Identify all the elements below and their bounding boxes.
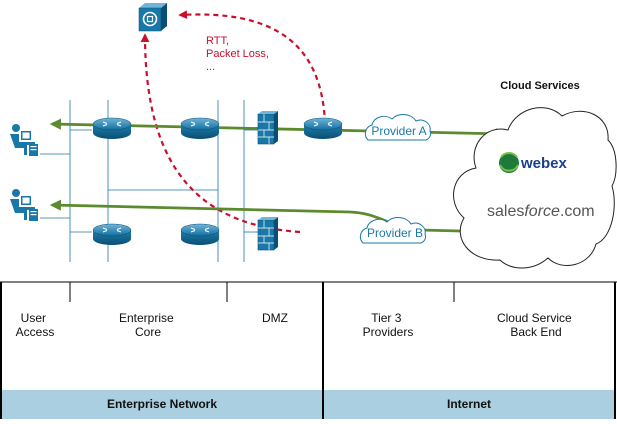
salesforce-logo: salesforce.com [487, 203, 595, 220]
zone-table: User Access Enterprise Core DMZ Tier 3 P… [0, 281, 617, 419]
salesforce-text-1: sales [487, 203, 524, 220]
firewall-icon [257, 110, 279, 145]
provider-a-label: Provider A [371, 124, 426, 138]
core-router-icon [180, 223, 220, 246]
cloud-services-title: Cloud Services [500, 80, 579, 92]
provider-a-cloud: Provider A [364, 114, 432, 141]
webex-text: webex [520, 155, 568, 172]
zone-enterprise-core: Enterprise Core [119, 311, 177, 339]
webex-logo: webex [499, 152, 568, 173]
band-enterprise-network [2, 390, 322, 419]
provider-b-cloud: Provider B [359, 217, 427, 244]
provider-b-label: Provider B [367, 226, 423, 240]
zone-tier-3-providers: Tier 3 Providers [363, 311, 414, 339]
metrics-line-1: RTT, [206, 35, 229, 47]
monitoring-appliance-icon [138, 3, 167, 32]
band-internet [324, 390, 614, 419]
metrics-label: RTT, Packet Loss, ... [206, 35, 272, 73]
core-router-icon [92, 223, 132, 246]
traffic-paths [49, 118, 508, 238]
firewall-icon [257, 216, 279, 251]
salesforce-text-3: .com [560, 203, 595, 220]
band-internet-label: Internet [447, 397, 491, 411]
edge-router-icon [303, 117, 343, 140]
band-enterprise-network-label: Enterprise Network [107, 397, 217, 411]
zone-user-access: User Access [16, 311, 55, 339]
metrics-line-2: Packet Loss, [206, 48, 269, 60]
zone-dmz: DMZ [262, 311, 288, 325]
zone-cloud-service-back-end: Cloud Service Back End [497, 311, 575, 339]
user-workstation-icon [10, 189, 38, 221]
core-router-icon [180, 117, 220, 140]
metrics-line-3: ... [206, 61, 215, 73]
probe-path-a [178, 10, 327, 125]
salesforce-text-2: force [524, 203, 560, 220]
user-workstation-icon [10, 124, 38, 156]
core-router-icon [92, 117, 132, 140]
cloud-services-cloud [453, 107, 617, 269]
